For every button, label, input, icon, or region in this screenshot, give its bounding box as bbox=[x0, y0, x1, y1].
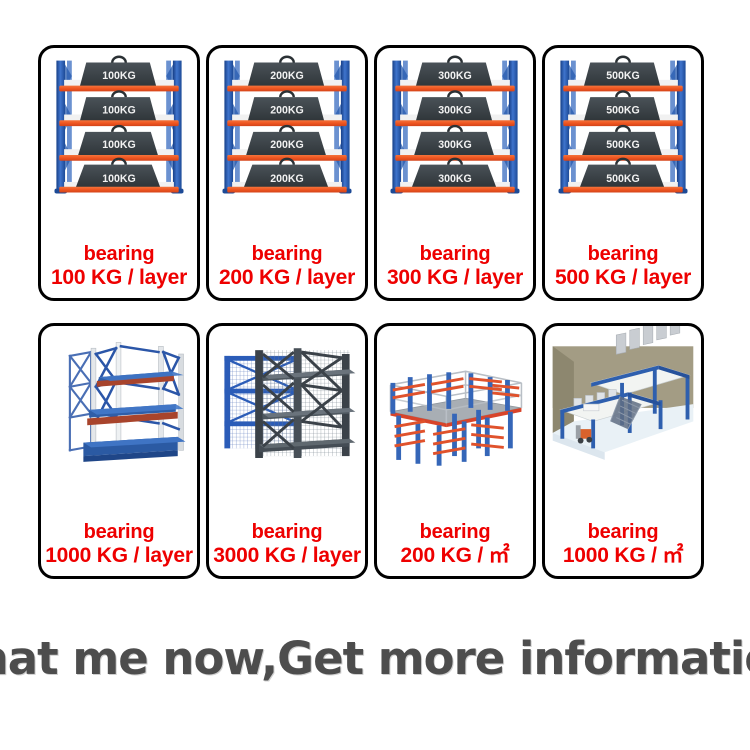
caption-line-1: bearing bbox=[83, 243, 155, 266]
light-medium-duty-row: 100KG 100KG bbox=[0, 45, 750, 301]
card-caption: bearing 200 KG / ㎡ bbox=[377, 521, 533, 568]
heavy-duty-row: bearing 1000 KG / layer bbox=[0, 323, 750, 579]
shelf-label: 200KG bbox=[270, 139, 304, 151]
caption-line-2: 1000 KG / ㎡ bbox=[562, 544, 684, 568]
shelf-label: 200KG bbox=[270, 173, 304, 185]
shelf-label: 300KG bbox=[438, 105, 472, 117]
caption-line-1: bearing bbox=[587, 521, 659, 544]
shelf-label: 100KG bbox=[102, 70, 136, 82]
card-3000kg-layer[interactable]: bearing 3000 KG / layer bbox=[206, 323, 368, 579]
caption-line-2: 100 KG / layer bbox=[50, 266, 188, 290]
shelf-rack-illustration-100kg: 100KG 100KG bbox=[41, 48, 197, 208]
card-1000kg-layer[interactable]: bearing 1000 KG / layer bbox=[38, 323, 200, 579]
card-caption: bearing 1000 KG / ㎡ bbox=[545, 521, 701, 568]
shelf-label: 100KG bbox=[102, 139, 136, 151]
mesh-pallet-rack-illustration bbox=[209, 326, 365, 486]
card-caption: bearing 500 KG / layer bbox=[545, 243, 701, 290]
banner-text: Chat me now,Get more information bbox=[0, 631, 750, 685]
shelf-label: 200KG bbox=[270, 105, 304, 117]
shelf-label: 500KG bbox=[606, 139, 640, 151]
caption-line-1: bearing bbox=[419, 243, 491, 266]
card-300kg[interactable]: 300KG 300KG bbox=[374, 45, 536, 301]
card-100kg[interactable]: 100KG 100KG bbox=[38, 45, 200, 301]
shelf-label: 300KG bbox=[438, 139, 472, 151]
card-caption: bearing 300 KG / layer bbox=[377, 243, 533, 290]
card-200kg[interactable]: 200KG 200KG bbox=[206, 45, 368, 301]
shelf-rack-illustration-500kg: 500KG 500KG bbox=[545, 48, 701, 208]
caption-line-2: 300 KG / layer bbox=[386, 266, 524, 290]
card-caption: bearing 3000 KG / layer bbox=[209, 521, 365, 568]
shelf-rack-illustration-300kg: 300KG 300KG bbox=[377, 48, 533, 208]
card-caption: bearing 1000 KG / layer bbox=[41, 521, 197, 568]
caption-line-1: bearing bbox=[251, 243, 323, 266]
caption-line-2: 3000 KG / layer bbox=[213, 544, 361, 568]
card-1000kg-sqm[interactable]: bearing 1000 KG / ㎡ bbox=[542, 323, 704, 579]
shelf-label: 500KG bbox=[606, 70, 640, 82]
caption-line-1: bearing bbox=[251, 521, 323, 544]
card-500kg[interactable]: 500KG 500KG bbox=[542, 45, 704, 301]
caption-line-2: 1000 KG / layer bbox=[45, 544, 193, 568]
shelf-rack-illustration-200kg: 200KG 200KG bbox=[209, 48, 365, 208]
shelf-label: 100KG bbox=[102, 105, 136, 117]
mezzanine-warehouse-illustration bbox=[545, 326, 701, 486]
shelf-label: 300KG bbox=[438, 173, 472, 185]
call-to-action-banner: Chat me now,Get more information bbox=[0, 618, 750, 698]
shelf-label: 300KG bbox=[438, 70, 472, 82]
card-caption: bearing 200 KG / layer bbox=[209, 243, 365, 290]
caption-line-1: bearing bbox=[83, 521, 155, 544]
shelf-label: 500KG bbox=[606, 173, 640, 185]
card-200kg-sqm[interactable]: bearing 200 KG / ㎡ bbox=[374, 323, 536, 579]
caption-line-1: bearing bbox=[419, 521, 491, 544]
drive-in-rack-illustration bbox=[41, 326, 197, 486]
shelf-label: 500KG bbox=[606, 105, 640, 117]
caption-line-2: 200 KG / ㎡ bbox=[400, 544, 510, 568]
caption-line-2: 500 KG / layer bbox=[554, 266, 692, 290]
caption-line-1: bearing bbox=[587, 243, 659, 266]
shelf-label: 200KG bbox=[270, 70, 304, 82]
mezzanine-frame-illustration bbox=[377, 326, 533, 486]
caption-line-2: 200 KG / layer bbox=[218, 266, 356, 290]
shelf-label: 100KG bbox=[102, 173, 136, 185]
card-caption: bearing 100 KG / layer bbox=[41, 243, 197, 290]
